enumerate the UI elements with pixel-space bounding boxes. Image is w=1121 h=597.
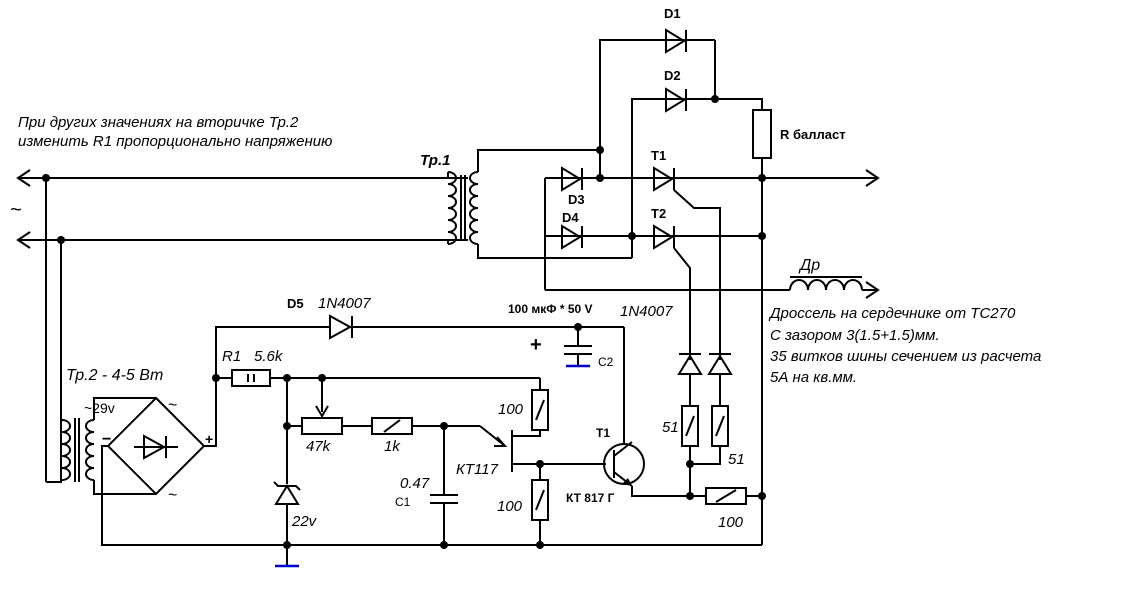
zener-label: 22v — [291, 513, 318, 530]
note-top-line2: изменить R1 пропорционально напряжению — [18, 133, 332, 150]
diode-d3 — [561, 166, 583, 192]
bridge-minus: − — [102, 431, 111, 448]
t1-triac-label: T1 — [651, 148, 666, 163]
tr1-label: Тр.1 — [420, 152, 450, 169]
tr2-voltage-label: ~29v — [84, 400, 115, 416]
d4-label: D4 — [562, 210, 579, 225]
mains-input: ~ — [10, 169, 468, 249]
resistor-100-right — [705, 487, 747, 505]
c1-label: C1 — [395, 495, 411, 509]
ujt-label: КТ117 — [456, 461, 499, 478]
transformer-tr1: Тр.1 — [420, 152, 479, 245]
note-choke-line3: 35 витков шины сечением из расчета — [770, 348, 1041, 365]
diode-d1 — [665, 28, 687, 54]
diode-d5 — [329, 314, 353, 340]
t2-triac-label: T2 — [651, 206, 666, 221]
d5-label: D5 — [287, 296, 304, 311]
r-100-right-label: 100 — [718, 514, 744, 531]
resistor-100-bottom — [531, 479, 549, 521]
note-choke-line4: 5А на кв.мм. — [770, 369, 857, 386]
zener-diode — [273, 481, 301, 505]
note-choke-line1: Дроссель на сердечнике от ТС270 — [768, 305, 1016, 322]
r-1k-label: 1k — [384, 438, 401, 455]
bridge-ac-top: ~ — [168, 397, 177, 414]
choke-label: Др — [798, 257, 820, 274]
diode-right-2 — [707, 353, 733, 375]
note-top-line1: При других значениях на вторичке Тр.2 — [18, 114, 299, 131]
r1-value-label: 5.6k — [254, 348, 284, 365]
diode-d4 — [561, 224, 583, 250]
transistor-t1-label: T1 — [596, 426, 610, 440]
transformer-tr2 — [61, 418, 95, 482]
choke-dr — [789, 276, 863, 291]
ac-symbol: ~ — [10, 199, 22, 221]
r-ballast-label: R балласт — [780, 127, 846, 142]
c2-value-label: 100 мкФ * 50 V — [508, 302, 593, 316]
c2-label: C2 — [598, 355, 614, 369]
bridge-ac-bottom: ~ — [168, 487, 177, 504]
resistor-1k — [371, 417, 413, 435]
r-51-right-label: 51 — [728, 451, 745, 468]
resistor-ballast — [752, 109, 772, 496]
note-choke-line2: С зазором 3(1.5+1.5)мм. — [770, 327, 940, 344]
diode-right-1 — [677, 353, 703, 375]
d2-label: D2 — [664, 68, 681, 83]
r-100-bottom-label: 100 — [497, 498, 523, 515]
tr2-label: Тр.2 - 4-5 Вт — [66, 367, 163, 384]
transistor-kt817 — [603, 441, 645, 487]
resistor-r1 — [231, 369, 271, 387]
bridge-rectifier — [106, 396, 206, 496]
resistor-51-right — [711, 405, 729, 447]
d5-part-label: 1N4007 — [318, 295, 371, 312]
triac-t1 — [653, 166, 721, 360]
potentiometer-47k — [301, 378, 343, 435]
ujt-kt117 — [479, 425, 541, 472]
c1-value-label: 0.47 — [400, 475, 430, 492]
r-100-top-label: 100 — [498, 401, 524, 418]
diode-d2 — [665, 87, 687, 113]
capacitor-c1 — [430, 426, 458, 545]
r1-label: R1 — [222, 348, 241, 365]
capacitor-c2 — [564, 327, 592, 368]
right-diodes-part-label: 1N4007 — [620, 303, 673, 320]
bridge-plus: + — [205, 431, 213, 447]
r-51-left-label: 51 — [662, 419, 679, 436]
d1-label: D1 — [664, 6, 681, 21]
d3-label: D3 — [568, 192, 585, 207]
c2-plus: + — [530, 334, 542, 356]
pot-label: 47k — [306, 438, 332, 455]
transistor-part-label: КТ 817 Г — [566, 491, 615, 505]
resistor-100-top — [531, 389, 549, 431]
triac-t2 — [653, 224, 691, 360]
resistor-51-left — [681, 405, 699, 447]
